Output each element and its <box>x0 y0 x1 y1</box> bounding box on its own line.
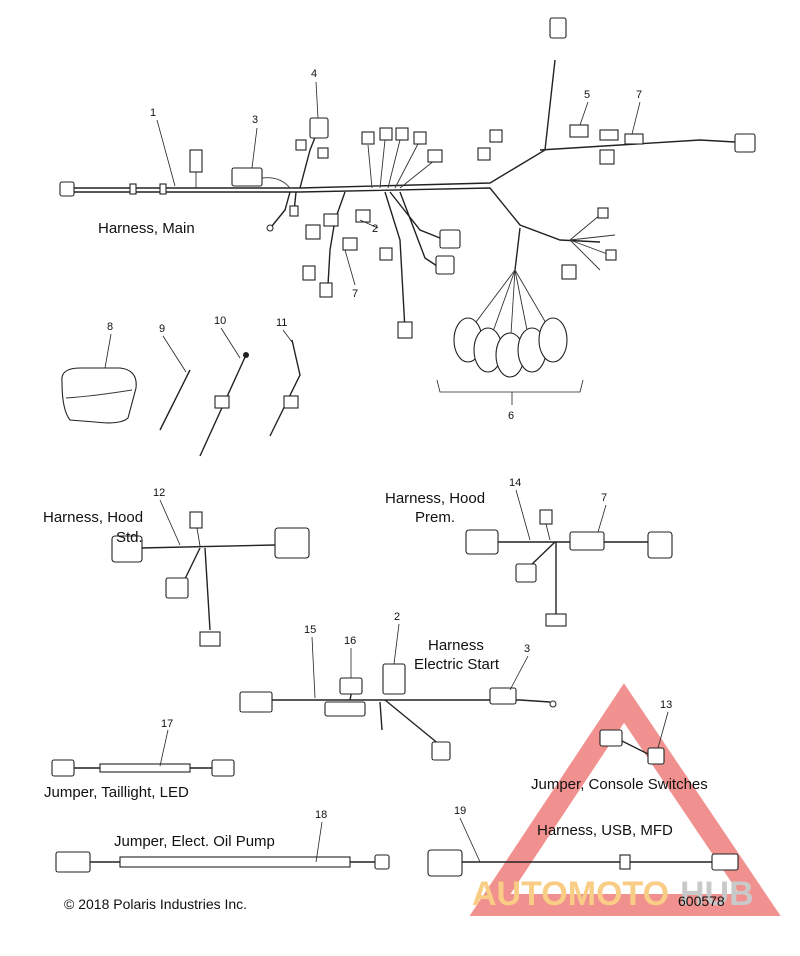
watermark-text-b: HUB <box>680 875 754 913</box>
callout-5: 5 <box>584 89 590 101</box>
callout-19: 19 <box>454 805 466 817</box>
callout-7-top: 7 <box>636 89 642 101</box>
label-hood-prem-line1: Harness, Hood <box>385 490 485 507</box>
callout-11: 11 <box>276 317 287 329</box>
label-harness-main: Harness, Main <box>98 220 195 237</box>
callout-16: 16 <box>344 635 356 647</box>
usb-harness <box>427 849 739 877</box>
callout-13: 13 <box>660 699 672 711</box>
copyright-text: © 2018 Polaris Industries Inc. <box>64 896 247 912</box>
label-jumper-taillight: Jumper, Taillight, LED <box>44 784 189 801</box>
section-labels: Harness, Main Harness, Hood Std. Harness… <box>43 220 708 850</box>
callout-18: 18 <box>315 809 327 821</box>
hood-harness-std <box>111 511 310 647</box>
hood-harness-prem <box>465 509 673 627</box>
callout-2-start: 2 <box>394 611 400 623</box>
callout-17: 17 <box>161 718 173 730</box>
console-switch-jumper <box>599 729 665 765</box>
callout-4: 4 <box>311 68 317 80</box>
label-electric-start-line1: Harness <box>428 637 484 654</box>
callout-9: 9 <box>159 323 165 335</box>
label-electric-start-line2: Electric Start <box>414 656 500 673</box>
electric-start-harness <box>239 663 557 761</box>
callout-7-prem: 7 <box>601 492 607 504</box>
label-harness-usb: Harness, USB, MFD <box>537 822 673 839</box>
callout-14: 14 <box>509 477 521 489</box>
automotohub-watermark: AUTOMOTO HUB <box>469 683 781 916</box>
callout-numbers: 1 3 4 5 7 2 7 6 8 9 10 11 12 14 7 15 16 … <box>107 68 672 821</box>
watermark-text-a: AUTOMOTO <box>472 875 669 913</box>
label-jumper-console: Jumper, Console Switches <box>531 776 708 793</box>
callout-1: 1 <box>150 107 156 119</box>
callout-3-top: 3 <box>252 114 258 126</box>
callout-12: 12 <box>153 487 165 499</box>
part-8-conduit <box>61 367 137 424</box>
callout-6: 6 <box>508 410 514 422</box>
label-hood-std-line1: Harness, Hood <box>43 509 143 526</box>
callout-7-mid: 7 <box>352 288 358 300</box>
callout-15: 15 <box>304 624 316 636</box>
part-number: 600578 <box>678 893 725 909</box>
callout-8: 8 <box>107 321 113 333</box>
part-10-cable-tie-mount <box>199 352 249 457</box>
part-9-cable-tie <box>159 369 191 431</box>
callout-3-start: 3 <box>524 643 530 655</box>
part-11-clip <box>269 339 301 437</box>
callout-2-top: 2 <box>372 223 378 235</box>
oil-pump-jumper <box>55 851 390 873</box>
label-hood-std-line2: Std. <box>116 529 143 546</box>
callout-10: 10 <box>214 315 226 327</box>
taillight-jumper <box>51 759 235 777</box>
label-hood-prem-line2: Prem. <box>415 509 455 526</box>
leader-lines <box>104 81 669 863</box>
main-harness <box>59 17 756 393</box>
label-jumper-oil-pump: Jumper, Elect. Oil Pump <box>114 833 275 850</box>
